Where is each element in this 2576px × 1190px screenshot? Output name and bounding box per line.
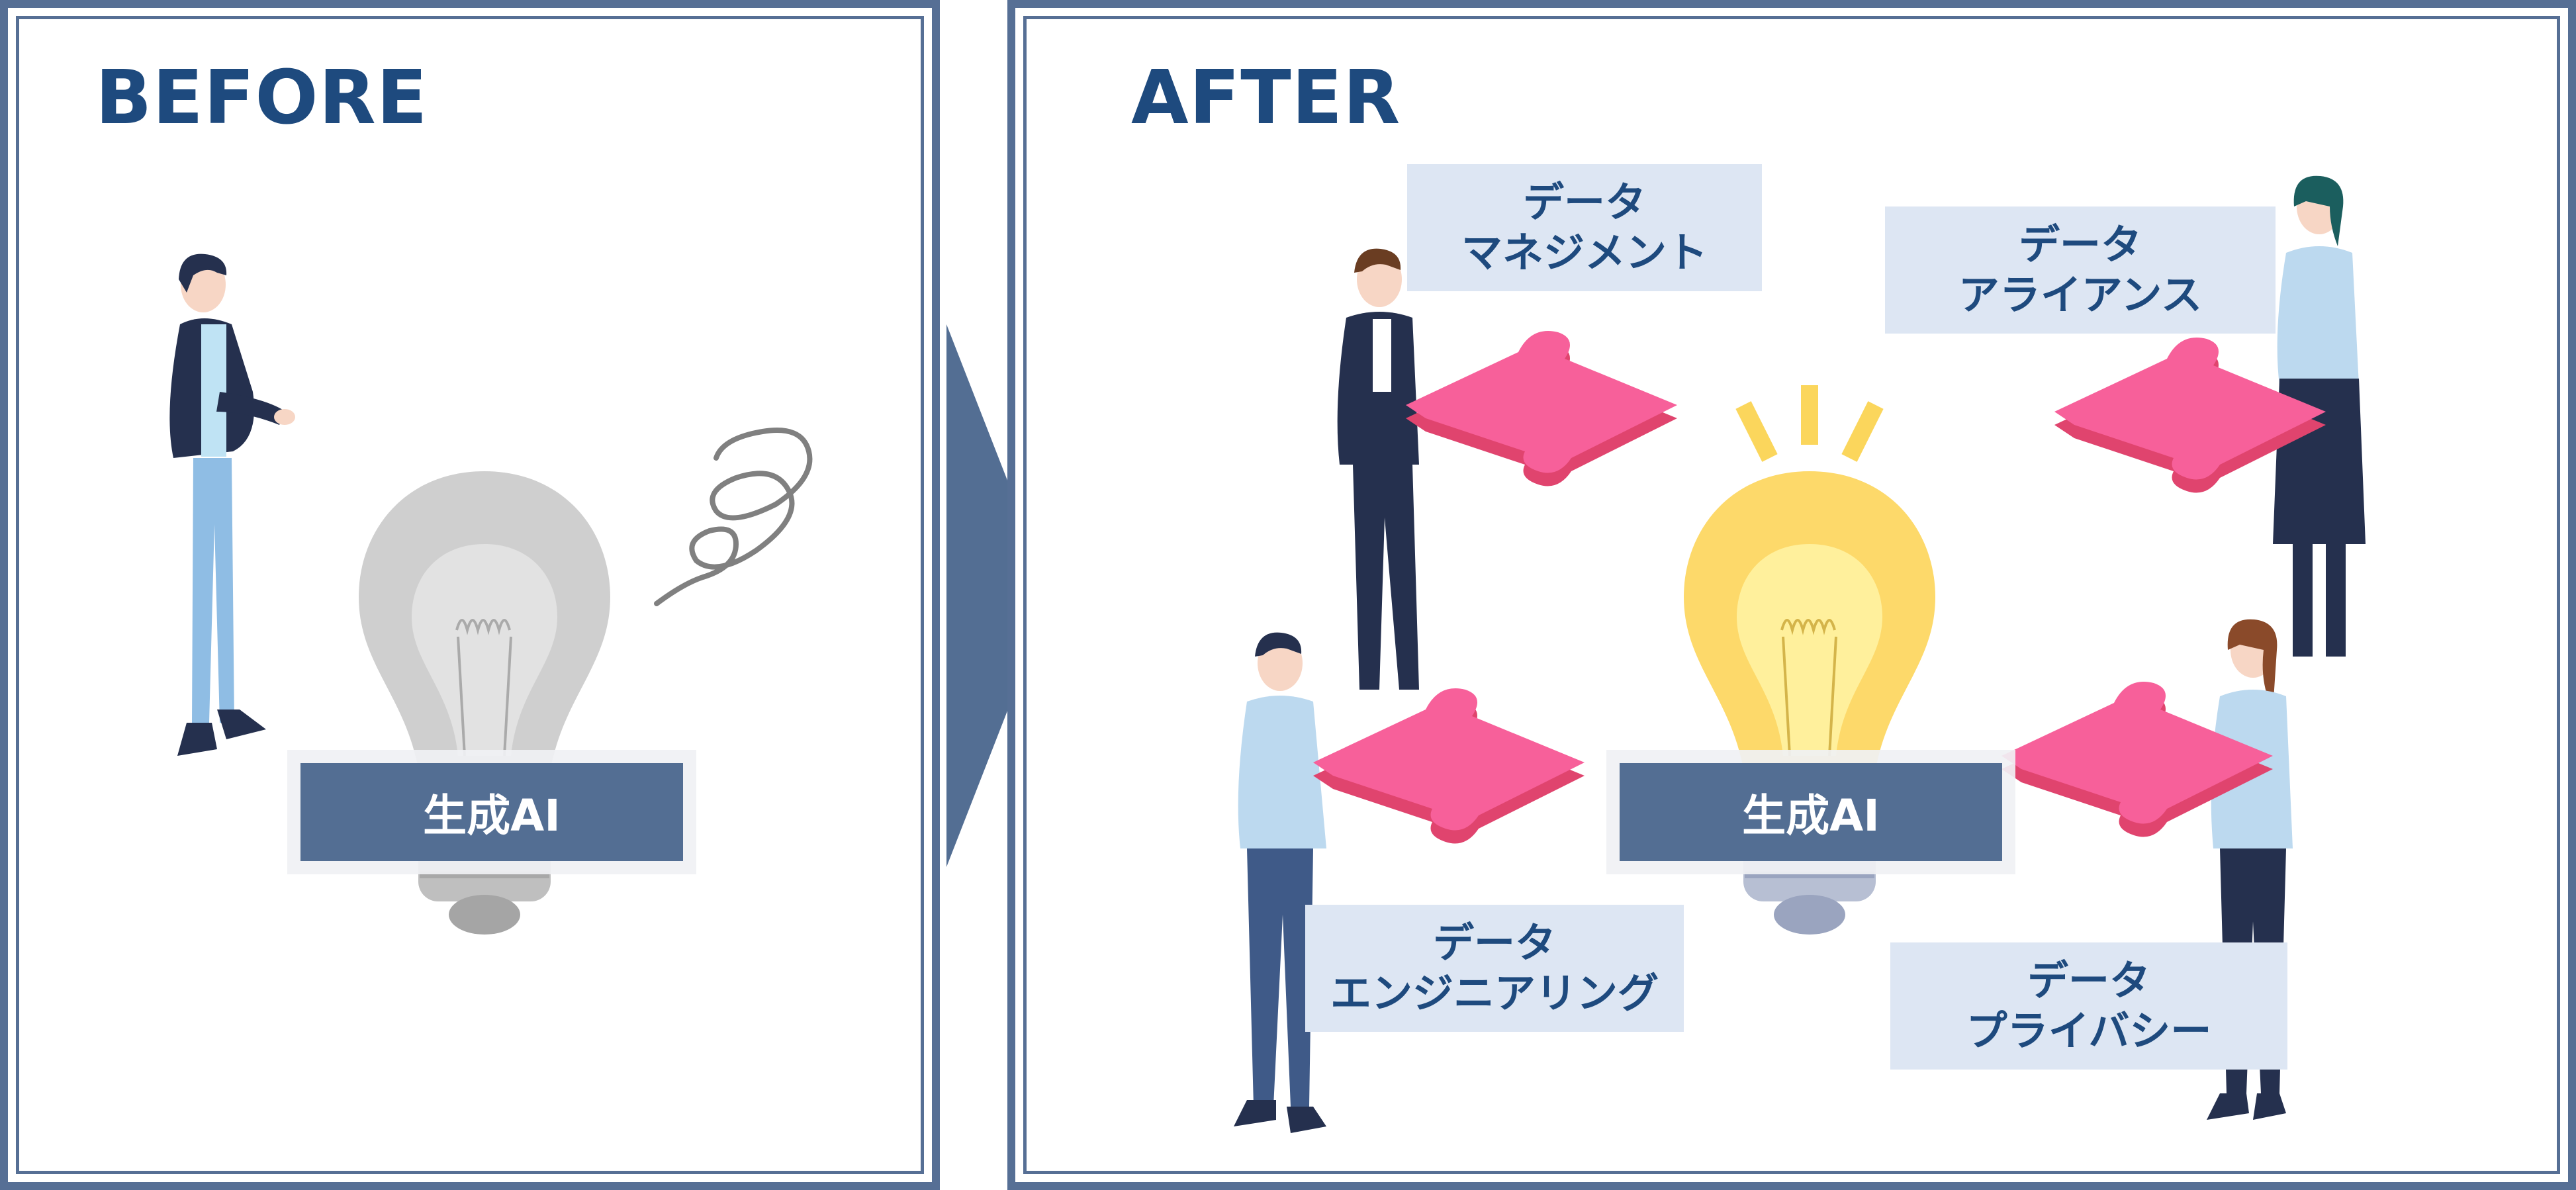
data-management-label: データ マネジメント <box>1407 164 1762 291</box>
data-privacy-label: データ プライバシー <box>1890 942 2287 1070</box>
after-title: AFTER <box>1131 55 1401 141</box>
person-icon <box>1337 248 1419 690</box>
confused-man-icon <box>169 253 295 756</box>
after-panel: AFTER <box>1007 0 2576 1190</box>
unlit-bulb-icon <box>359 471 610 935</box>
ai-label-before: 生成AI <box>287 750 696 874</box>
before-panel: BEFORE 生成AI <box>0 0 940 1190</box>
data-engineering-label: データ エンジニアリング <box>1305 905 1684 1032</box>
data-label-line1: データ <box>1432 919 1556 968</box>
before-title: BEFORE <box>95 55 428 141</box>
data-label-line1: データ <box>1522 178 1646 227</box>
puzzle-piece-icon <box>2001 682 2273 837</box>
data-alliance-label: データ アライアンス <box>1885 206 2276 334</box>
ai-label-after: 生成AI <box>1606 750 2015 874</box>
puzzle-piece-icon <box>2054 338 2326 493</box>
person-icon <box>1234 632 1326 1133</box>
data-label-line2: プライバシー <box>1966 1007 2212 1055</box>
confusion-swirl-icon <box>654 428 813 606</box>
arrow-right-icon <box>946 324 1052 867</box>
data-label-line1: データ <box>2027 956 2150 1005</box>
data-label-line2: エンジニアリング <box>1330 969 1659 1017</box>
data-label-line2: マネジメント <box>1461 228 1708 277</box>
data-label-line1: データ <box>2018 220 2142 269</box>
puzzle-piece-icon <box>1313 688 1585 844</box>
puzzle-piece-icon <box>1406 331 1677 486</box>
data-label-line2: アライアンス <box>1958 271 2203 319</box>
lit-bulb-icon <box>1684 385 1935 935</box>
